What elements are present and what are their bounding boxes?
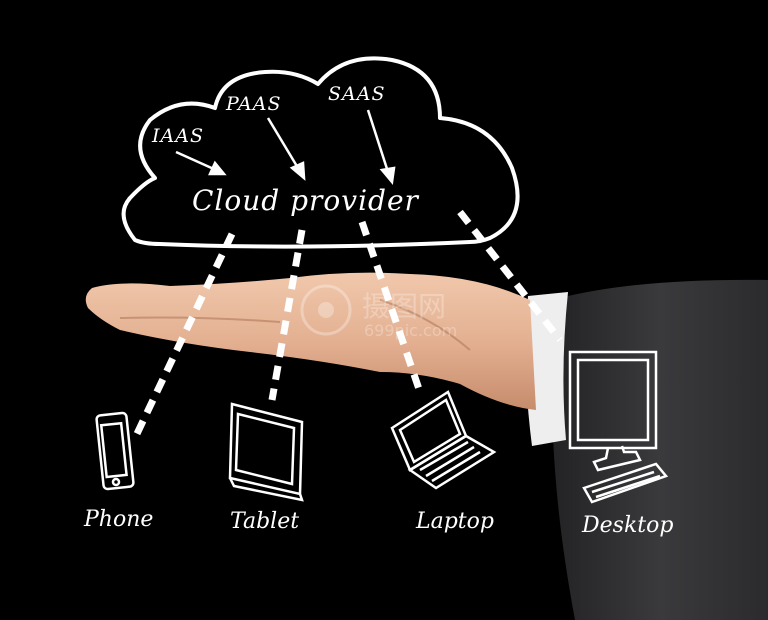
shirt-cuff	[525, 292, 568, 446]
desktop-icon	[568, 350, 669, 504]
arrowhead-iaas-icon	[208, 160, 227, 176]
device-label-tablet: Tablet	[230, 509, 299, 534]
watermark-logo-dot	[318, 302, 334, 318]
service-label-paas: PAAS	[225, 93, 282, 115]
jacket-sleeve	[552, 279, 768, 620]
phone-icon	[95, 411, 135, 491]
arrow-iaas	[175, 150, 217, 172]
arrow-paas	[266, 117, 300, 169]
arrowhead-saas-icon	[379, 166, 396, 185]
arrowhead-paas-icon	[289, 161, 306, 181]
device-label-desktop: Desktop	[581, 513, 673, 538]
connector-laptop	[358, 220, 424, 394]
watermark-name: 摄图网	[362, 290, 446, 323]
service-label-saas: SAAS	[328, 83, 385, 105]
device-label-phone: Phone	[83, 507, 153, 532]
connector-tablet	[268, 229, 306, 401]
connector-desktop	[457, 209, 563, 343]
finger-crease	[119, 316, 281, 323]
watermark-logo-icon	[300, 284, 352, 336]
arrow-saas	[366, 109, 390, 173]
cloud-provider-title: Cloud provider	[192, 184, 420, 217]
service-arrows	[175, 109, 396, 185]
watermark: 摄图网 699pic.com	[300, 284, 457, 340]
watermark-site: 699pic.com	[364, 321, 457, 340]
service-label-iaas: IAAS	[151, 125, 204, 147]
laptop-icon	[390, 390, 497, 490]
dashed-connectors	[130, 209, 563, 442]
tablet-icon	[228, 402, 304, 502]
connector-phone	[130, 232, 236, 442]
cloud-outline	[121, 56, 520, 249]
device-label-laptop: Laptop	[415, 509, 494, 534]
thumb-crease	[379, 299, 471, 351]
